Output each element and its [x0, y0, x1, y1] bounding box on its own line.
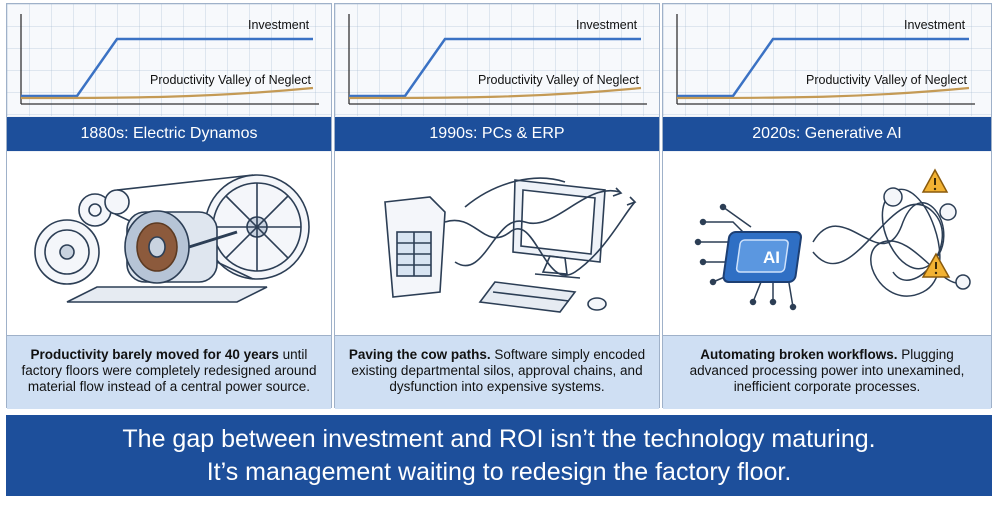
productivity-line [20, 86, 314, 100]
caption-bold: Productivity barely moved for 40 years [30, 347, 279, 362]
investment-label: Investment [576, 18, 638, 32]
caption-text: until factory floors were completely red… [21, 347, 317, 394]
computer-workflow-icon [335, 152, 659, 335]
era-title: 1990s: PCs & ERP [335, 117, 659, 151]
era-title: 1880s: Electric Dynamos [7, 117, 331, 151]
ai-chip-icon: AI [663, 152, 991, 335]
investment-label: Investment [904, 18, 966, 32]
ai-chip [722, 231, 802, 283]
investment-productivity-chart: Investment Productivity Valley of Neglec… [7, 4, 331, 116]
warning-icon [921, 252, 951, 278]
productivity-label: Productivity Valley of Neglect [806, 73, 967, 87]
dynamo-machine-icon [7, 152, 331, 335]
caption-bold: Automating broken workflows. [700, 347, 898, 362]
era-title: 2020s: Generative AI [663, 117, 991, 151]
productivity-label: Productivity Valley of Neglect [150, 73, 311, 87]
conclusion-banner: The gap between investment and ROI isn’t… [6, 415, 992, 496]
era-caption: Automating broken workflows. Plugging ad… [663, 335, 991, 409]
investment-line [21, 37, 313, 98]
era-caption: Productivity barely moved for 40 years u… [7, 335, 331, 409]
era-panel-2020s: Investment Productivity Valley of Neglec… [662, 3, 992, 409]
investment-productivity-chart: Investment Productivity Valley of Neglec… [335, 4, 659, 116]
caption-text: Plugging advanced processing power into … [689, 347, 965, 394]
investment-line [349, 37, 641, 98]
investment-label: Investment [248, 18, 310, 32]
caption-bold: Paving the cow paths. [348, 347, 491, 362]
investment-line [677, 37, 969, 98]
infographic: Investment Productivity Valley of Neglec… [6, 3, 992, 496]
ai-chip-label: AI [763, 248, 780, 267]
productivity-line [348, 86, 642, 100]
conclusion-line-1: The gap between investment and ROI isn’t… [122, 424, 876, 453]
caption-text: Software simply encoded existing departm… [351, 347, 646, 394]
investment-productivity-chart: Investment Productivity Valley of Neglec… [663, 4, 991, 116]
era-panel-1990s: Investment Productivity Valley of Neglec… [334, 3, 660, 409]
era-panel-1880s: Investment Productivity Valley of Neglec… [6, 3, 332, 409]
productivity-line [676, 86, 970, 100]
productivity-label: Productivity Valley of Neglect [478, 73, 639, 87]
conclusion-line-2: It’s management waiting to redesign the … [206, 457, 792, 486]
warning-icon [921, 168, 949, 193]
era-caption: Paving the cow paths. Software simply en… [335, 335, 659, 409]
